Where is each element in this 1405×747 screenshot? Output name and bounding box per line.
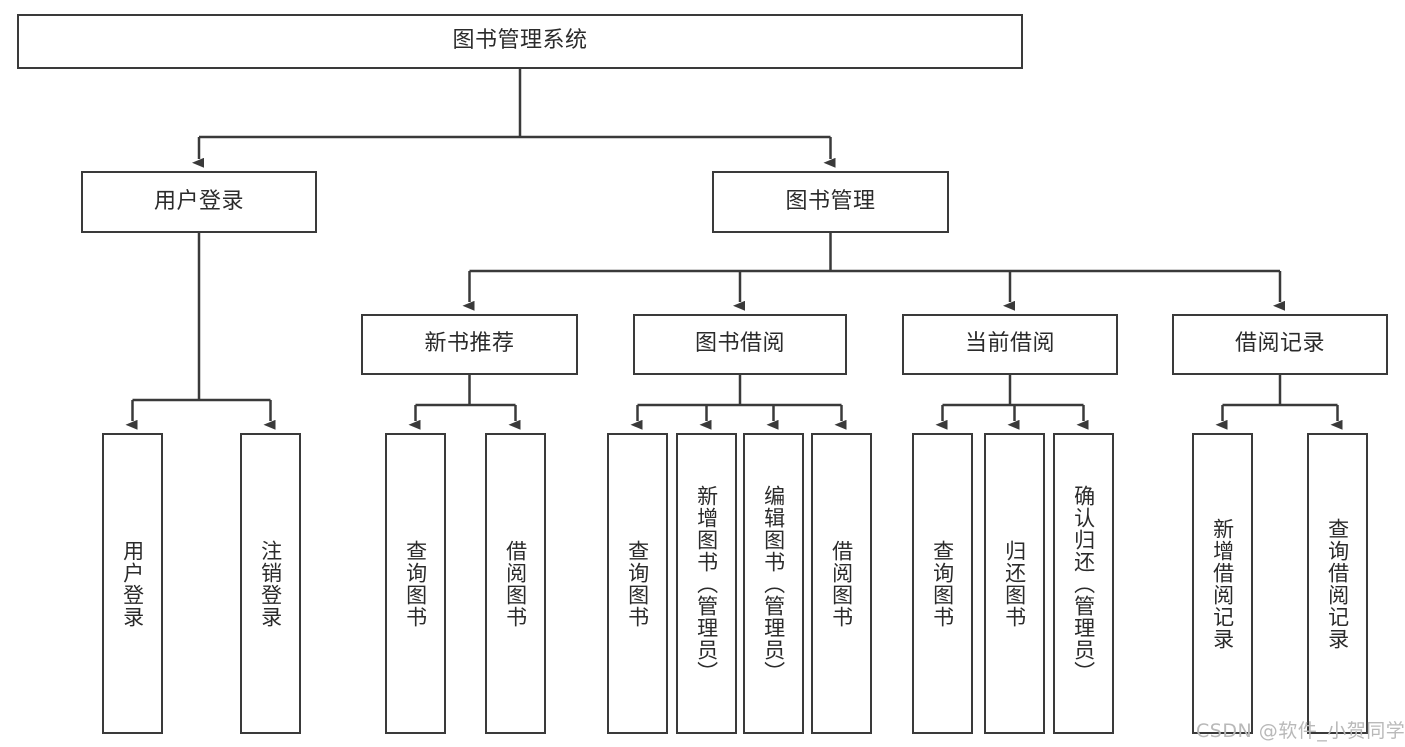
connector-bus [469,233,1280,273]
node-label: 确认归还（管理员） [1071,484,1096,683]
node-leaf-borrow-book-recommend[interactable]: 借阅图书 [485,433,546,734]
connector-bus [1222,375,1338,407]
node-leaf-add-book-admin[interactable]: 新增图书（管理员） [676,433,737,734]
node-leaf-query-book-recommend[interactable]: 查询图书 [385,433,446,734]
connector-bus [132,233,271,402]
node-label: 查询图书 [625,539,650,628]
node-label: 借阅图书 [503,539,528,628]
node-user-login[interactable]: 用户登录 [81,171,317,233]
node-label: 借阅记录 [1234,331,1325,357]
node-label: 归还图书 [1002,539,1027,628]
node-label: 新书推荐 [424,331,515,357]
connector-bus [199,69,831,139]
node-leaf-query-book-current[interactable]: 查询图书 [912,433,973,734]
connector-bus [415,375,516,407]
csdn-watermark: CSDN @软件_小贺同学 [1196,720,1405,742]
node-label: 编辑图书（管理员） [761,484,786,683]
node-leaf-query-book-borrow[interactable]: 查询图书 [607,433,668,734]
node-leaf-edit-book-admin[interactable]: 编辑图书（管理员） [743,433,804,734]
node-label: 新增图书（管理员） [694,484,719,683]
node-label: 注销登录 [258,539,283,628]
connector-bus [637,375,842,407]
node-borrow-record[interactable]: 借阅记录 [1172,314,1388,375]
node-label: 当前借阅 [964,331,1055,357]
node-current-borrow[interactable]: 当前借阅 [902,314,1118,375]
node-leaf-return-book[interactable]: 归还图书 [984,433,1045,734]
connector-bus [942,375,1084,407]
node-leaf-user-login[interactable]: 用户登录 [102,433,163,734]
node-label: 新增借阅记录 [1210,517,1235,650]
node-new-book-recommend[interactable]: 新书推荐 [361,314,578,375]
node-label: 图书管理系统 [452,28,588,54]
node-label: 查询图书 [403,539,428,628]
node-book-manage[interactable]: 图书管理 [712,171,949,233]
node-label: 图书借阅 [694,331,785,357]
node-root[interactable]: 图书管理系统 [17,14,1023,69]
node-leaf-confirm-return-admin[interactable]: 确认归还（管理员） [1053,433,1114,734]
node-leaf-borrow-book[interactable]: 借阅图书 [811,433,872,734]
node-label: 查询借阅记录 [1325,517,1350,650]
node-leaf-query-borrow-record[interactable]: 查询借阅记录 [1307,433,1368,734]
node-leaf-logout-login[interactable]: 注销登录 [240,433,301,734]
node-leaf-add-borrow-record[interactable]: 新增借阅记录 [1192,433,1253,734]
node-label: 用户登录 [153,188,244,214]
node-book-borrow[interactable]: 图书借阅 [633,314,847,375]
node-label: 借阅图书 [829,539,854,628]
node-label: 查询图书 [930,539,955,628]
node-label: 图书管理 [785,188,876,214]
node-label: 用户登录 [120,539,145,628]
